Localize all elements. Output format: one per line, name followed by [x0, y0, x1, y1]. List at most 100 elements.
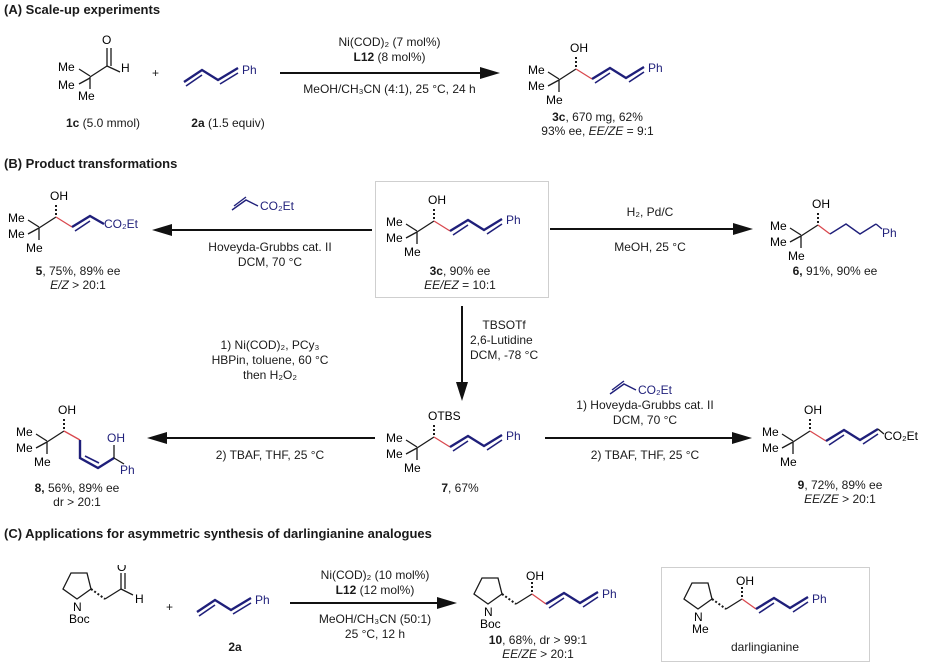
atom-co2et: CO₂Et: [104, 217, 139, 231]
atom-me: Me: [762, 425, 779, 439]
label-5: 5, 75%, 89% ee E/Z > 20:1: [35, 264, 121, 292]
atom-me: Me: [770, 235, 787, 249]
label-3c-scaleup: 3c, 670 mg, 62% 93% ee, EE/ZE = 9:1: [541, 110, 654, 138]
structure-1c: Me Me Me O H: [58, 33, 130, 102]
conditions-to-8-top: 1) Ni(COD)₂, PCy₃ HBPin, toluene, 60 °C …: [211, 338, 329, 382]
plus-sign: +: [166, 600, 174, 614]
label-8: 8, 56%, 89% ee dr > 20:1: [34, 481, 120, 509]
structure-10: N Boc OH Ph: [473, 570, 617, 631]
reaction-arrow-to-6: [550, 223, 753, 235]
conditions-a-bottom: MeOH/CH₃CN (4:1), 25 °C, 24 h: [303, 82, 476, 96]
conditions-to-6-top: H₂, Pd/C: [626, 205, 674, 219]
atom-ph: Ph: [602, 587, 617, 601]
atom-n: N: [73, 600, 82, 614]
atom-oh: OH: [58, 403, 76, 417]
atom-me: Me: [770, 219, 787, 233]
conditions-to-9-top: 1) Hoveyda-Grubbs cat. II DCM, 70 °C: [576, 398, 714, 427]
atom-ph: Ph: [506, 213, 521, 227]
label-7: 7, 67%: [441, 481, 479, 495]
starting-material-box-3c: [375, 181, 549, 298]
atom-me: Me: [58, 78, 75, 92]
conditions-c-top: Ni(COD)₂ (10 mol%) L12 (12 mol%): [320, 568, 430, 597]
atom-me: Me: [58, 60, 75, 74]
atom-co2et: CO₂Et: [884, 429, 919, 443]
reaction-arrow-a: [280, 67, 500, 79]
reaction-arrow-down-to-7: [456, 306, 468, 401]
atom-oh: OH: [428, 193, 446, 207]
atom-oh: OH: [804, 403, 822, 417]
atom-otbs: OTBS: [428, 409, 461, 423]
section-c-title: (C) Applications for asymmetric synthesi…: [4, 526, 432, 541]
atom-h: H: [135, 592, 144, 606]
atom-oh: OH: [107, 431, 125, 445]
atom-me: Me: [16, 425, 33, 439]
label-10: 10, 68%, dr > 99:1 EE/ZE > 20:1: [488, 633, 588, 661]
atom-me: Me: [386, 231, 403, 245]
atom-ph: Ph: [648, 61, 663, 75]
atom-o: O: [102, 33, 111, 47]
atom-me: Me: [692, 622, 709, 635]
structure-2a-c: Ph: [196, 593, 270, 617]
atom-ph: Ph: [506, 429, 521, 443]
atom-ph: Ph: [255, 593, 270, 607]
section-b-title: (B) Product transformations: [4, 156, 178, 171]
atom-me: Me: [386, 215, 403, 229]
label-1c: 1c (5.0 mmol): [65, 116, 141, 130]
conditions-c-bottom: MeOH/CH₃CN (50:1) 25 °C, 12 h: [318, 612, 432, 641]
atom-me: Me: [528, 63, 545, 77]
atom-me: Me: [8, 227, 25, 241]
label-3c-center: 3c, 90% ee EE/EZ = 10:1: [424, 264, 496, 292]
conditions-to-8-bottom: 2) TBAF, THF, 25 °C: [215, 448, 325, 462]
atom-me: Me: [16, 441, 33, 455]
atom-boc: Boc: [480, 617, 501, 631]
atom-n: N: [484, 605, 493, 619]
atom-me: Me: [762, 441, 779, 455]
label-2a: 2a (1.5 equiv): [191, 116, 265, 130]
structure-boc-aldehyde: N Boc O H: [62, 565, 144, 626]
conditions-to-6-bottom: MeOH, 25 °C: [614, 240, 686, 254]
reaction-arrow-to-9: [545, 432, 752, 444]
atom-me: Me: [528, 79, 545, 93]
conditions-to-5: Hoveyda-Grubbs cat. II DCM, 70 °C: [208, 240, 332, 269]
atom-oh: OH: [736, 575, 754, 588]
plus-sign: +: [152, 66, 160, 80]
atom-oh: OH: [50, 189, 68, 203]
reaction-arrow-to-8: [147, 432, 375, 444]
reaction-arrow-to-5: [152, 224, 372, 236]
label-2a-c: 2a: [228, 640, 242, 654]
structure-8: OH Me Me Me OH Ph: [16, 403, 135, 477]
atom-me: Me: [386, 431, 403, 445]
atom-me: Me: [34, 455, 51, 469]
atom-me: Me: [26, 241, 43, 255]
conditions-a-top: Ni(COD)₂ (7 mol%) L12 (8 mol%): [338, 35, 441, 64]
section-a-title: (A) Scale-up experiments: [4, 2, 161, 17]
atom-me: Me: [78, 89, 95, 102]
structure-5: OH Me Me Me CO₂Et: [8, 189, 139, 255]
structure-darlingianine: N Me OH Ph: [683, 575, 827, 635]
acrylate-reagent-right: CO₂Et: [609, 380, 673, 397]
atom-me: Me: [780, 455, 797, 469]
conditions-to-9-bottom: 2) TBAF, THF, 25 °C: [590, 448, 700, 462]
atom-me: Me: [404, 245, 421, 259]
atom-ph: Ph: [242, 63, 257, 77]
conditions-to-7: TBSOTf 2,6-Lutidine DCM, -78 °C: [470, 318, 539, 362]
atom-oh: OH: [570, 41, 588, 55]
atom-ph: Ph: [120, 463, 135, 477]
structure-7: OTBS Me Me Me Ph: [386, 409, 521, 475]
atom-me: Me: [546, 93, 563, 107]
label-9: 9, 72%, 89% ee EE/ZE > 20:1: [797, 478, 883, 506]
atom-me: Me: [404, 461, 421, 475]
structure-3c: OH Me Me Me Ph: [528, 41, 663, 107]
atom-co2et: CO₂Et: [638, 383, 673, 397]
atom-me: Me: [8, 211, 25, 225]
atom-oh: OH: [812, 197, 830, 211]
atom-h: H: [121, 61, 130, 75]
label-6: 6, 91%, 90% ee: [792, 264, 878, 278]
structure-2a: Ph: [183, 63, 257, 87]
acrylate-reagent-left: CO₂Et: [231, 196, 295, 213]
atom-oh: OH: [526, 570, 544, 583]
atom-me: Me: [386, 447, 403, 461]
atom-me: Me: [788, 249, 805, 263]
atom-ph: Ph: [882, 226, 897, 240]
structure-9: OH Me Me Me CO₂Et: [762, 403, 919, 469]
